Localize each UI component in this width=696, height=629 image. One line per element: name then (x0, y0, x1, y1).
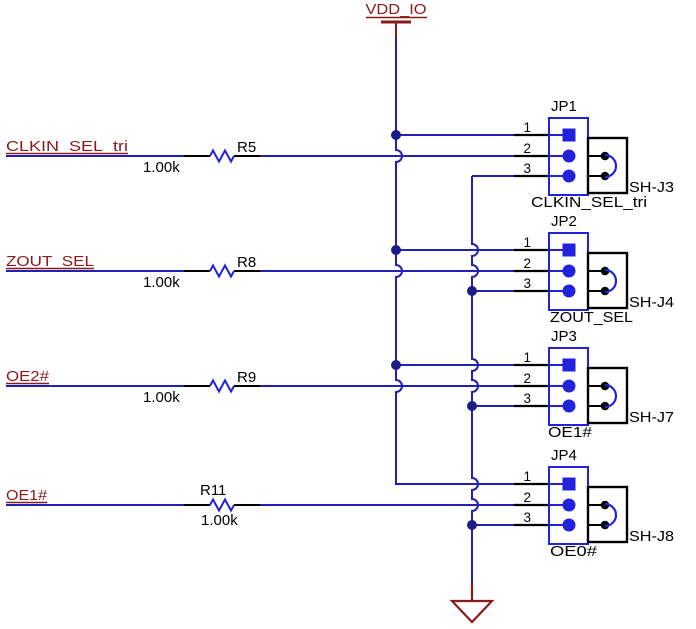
shunt-label: SH-J7 (629, 409, 674, 426)
pin-number: 1 (523, 350, 531, 365)
resistor-ref-label: R5 (237, 139, 256, 156)
jumper-ref-label: JP4 (551, 447, 577, 464)
signal-row: OE2# R9 1.00k (6, 368, 515, 406)
ground-symbol (449, 583, 495, 624)
pin-number: 2 (523, 490, 531, 505)
pin-number: 2 (523, 371, 531, 386)
wire-junction (467, 286, 477, 296)
wire-junction (391, 130, 401, 140)
shunt-label: SH-J8 (629, 528, 674, 545)
shunt-wire-arc (604, 153, 618, 179)
vdd-net-label: VDD_IO (366, 1, 427, 18)
shunt-label: SH-J3 (629, 179, 674, 196)
shunt-housing (586, 136, 629, 195)
pin-1-square (562, 243, 576, 257)
shunt-wire-arc (604, 383, 618, 409)
pin-2-pad (562, 149, 576, 163)
net-label: OE1# (6, 487, 48, 504)
pin-2-pad (562, 379, 576, 393)
jumper-net-label: OE0# (550, 543, 598, 560)
resistor-body (209, 148, 235, 164)
net-label: ZOUT_SEL (6, 253, 94, 270)
net-label: CLKIN_SEL_tri (6, 138, 128, 155)
pin-3-pad (562, 169, 576, 183)
pin-number: 1 (523, 469, 531, 484)
signal-row: ZOUT_SEL R8 1.00k (6, 253, 515, 291)
vdd-power-symbol: VDD_IO (366, 1, 427, 39)
jumper-ref-label: JP1 (551, 98, 577, 115)
resistor-value-label: 1.00k (143, 274, 180, 291)
jumper-net-label: OE1# (548, 424, 593, 441)
pin-1-square (562, 477, 576, 491)
jumper-ref-label: JP3 (551, 328, 577, 345)
jumper-jp1: JP1 1 2 3 SH-J3 CLKIN_SEL_tri (514, 98, 674, 211)
signal-row: CLKIN_SEL_tri R5 1.00k (6, 138, 515, 176)
jumper-net-label: CLKIN_SEL_tri (531, 194, 647, 211)
pin-3-pad (562, 284, 576, 298)
resistor-value-label: 1.00k (201, 512, 238, 529)
net-label: OE2# (6, 368, 50, 385)
pin-number: 3 (523, 391, 531, 406)
pin-number: 3 (523, 276, 531, 291)
pin-1-square (562, 128, 576, 142)
shunt-housing (586, 366, 629, 425)
jumper-jp3: JP3 1 2 3 SH-J7 OE1# (514, 328, 674, 441)
shunt-wire-arc (604, 268, 618, 294)
pin-3-pad (562, 399, 576, 413)
pin-2-pad (562, 264, 576, 278)
resistor-value-label: 1.00k (143, 159, 180, 176)
resistor-body (209, 263, 235, 279)
pin-number: 1 (523, 235, 531, 250)
pin-number: 2 (523, 141, 531, 156)
shunt-wire-arc (604, 502, 618, 528)
ground-triangle-icon (449, 599, 495, 624)
pin-number: 3 (523, 161, 531, 176)
gnd-rail-wire (471, 176, 479, 583)
pin-1-square (562, 358, 576, 372)
pin-number: 2 (523, 256, 531, 271)
pin-2-pad (562, 498, 576, 512)
shunt-housing (586, 485, 629, 544)
resistor-ref-label: R11 (200, 482, 226, 499)
jumper-net-label: ZOUT_SEL (550, 309, 633, 326)
resistor-body (209, 378, 235, 394)
resistor-ref-label: R9 (237, 369, 256, 386)
pin-3-pad (562, 518, 576, 532)
jumper-jp4: JP4 1 2 3 SH-J8 OE0# (514, 447, 674, 560)
wire-junction (467, 401, 477, 411)
pin-number: 1 (523, 120, 531, 135)
wire-junction (391, 245, 401, 255)
resistor-value-label: 1.00k (143, 389, 180, 406)
jumper-jp2: JP2 1 2 3 SH-J4 ZOUT_SEL (514, 213, 674, 326)
pin-number: 3 (523, 510, 531, 525)
shunt-housing (586, 251, 629, 310)
shunt-label: SH-J4 (629, 294, 674, 311)
signal-row: OE1# R11 1.00k (6, 482, 515, 529)
wire-junction (467, 520, 477, 530)
jumper-ref-label: JP2 (551, 213, 577, 230)
wire-junction (391, 360, 401, 370)
resistor-body (209, 497, 235, 513)
resistor-ref-label: R8 (237, 254, 256, 271)
